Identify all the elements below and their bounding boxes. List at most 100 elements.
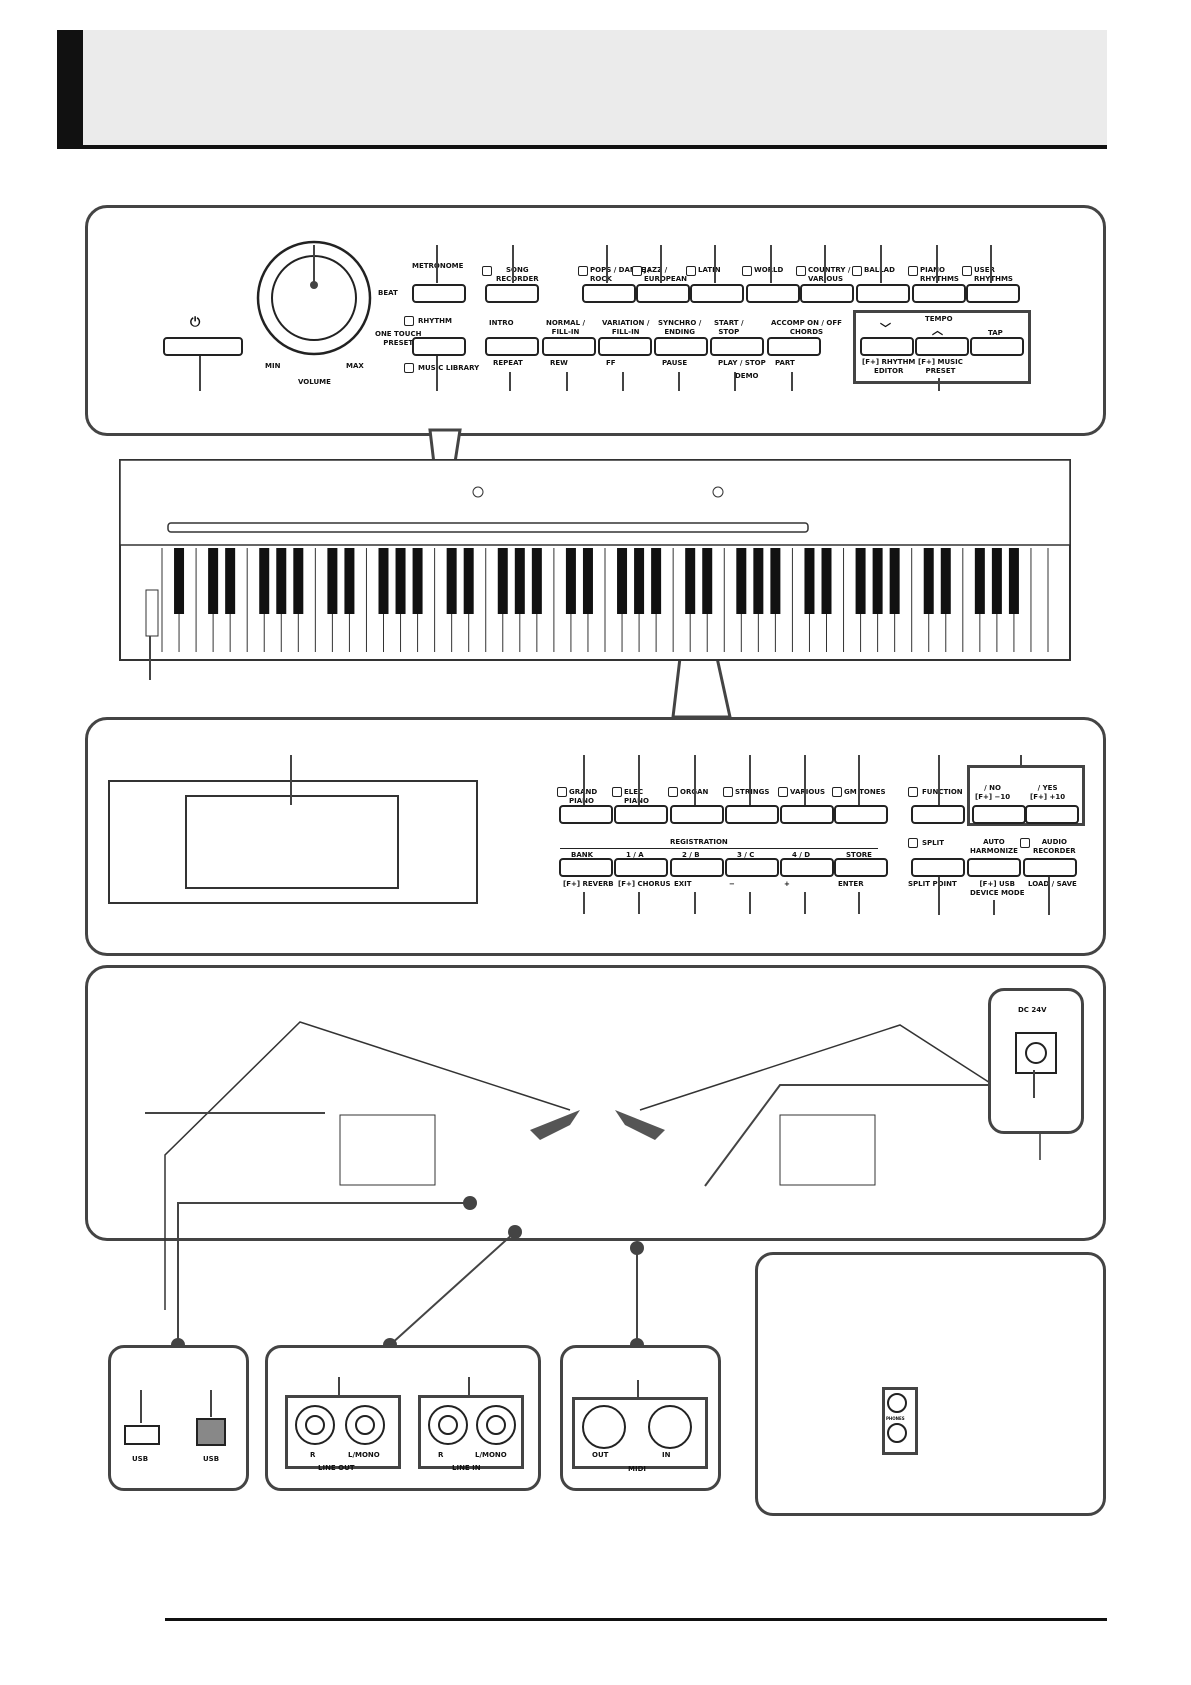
- usb-b-label: USB: [203, 1455, 220, 1463]
- tone-button[interactable]: [780, 805, 834, 824]
- rhythm-group-label: JAZZ / EUROPEAN: [644, 266, 687, 283]
- yes-button[interactable]: [1025, 805, 1079, 824]
- tempo-up-button[interactable]: [915, 337, 969, 356]
- registration-label: REGISTRATION: [670, 838, 728, 846]
- song-recorder-led: [482, 266, 492, 276]
- perf-sublabel: REW: [550, 359, 568, 367]
- tone-led: [723, 787, 733, 797]
- rhythm-group-label: LATIN: [698, 266, 721, 274]
- power-button[interactable]: [163, 337, 243, 356]
- tap-button[interactable]: [970, 337, 1024, 356]
- auto-harmonize-button[interactable]: [967, 858, 1021, 877]
- callout: [734, 372, 736, 391]
- line-out-label: LINE OUT: [318, 1464, 355, 1472]
- midi-group: [572, 1397, 708, 1469]
- rhythm-group-button[interactable]: [582, 284, 636, 303]
- rhythm-button[interactable]: [412, 337, 466, 356]
- rhythm-group-led: [962, 266, 972, 276]
- reg-button[interactable]: [780, 858, 834, 877]
- reg-sublabel: [F+] CHORUS: [618, 880, 671, 888]
- footer-rule: [165, 1618, 1107, 1621]
- tone-led: [668, 787, 678, 797]
- reg-button[interactable]: [725, 858, 779, 877]
- auto-harmonize-label: AUTO HARMONIZE: [970, 838, 1018, 855]
- callout: [791, 372, 793, 391]
- callout: [824, 245, 826, 283]
- rhythm-group-button[interactable]: [912, 284, 966, 303]
- yes-label: / YES [F+] +10: [1030, 784, 1066, 801]
- line-jack: [345, 1405, 385, 1445]
- callout: [509, 372, 511, 391]
- function-button[interactable]: [911, 805, 965, 824]
- tempo-up-icon: ︿: [932, 324, 943, 337]
- rhythm-group-led: [852, 266, 862, 276]
- demo-label: DEMO: [735, 372, 759, 380]
- tone-button[interactable]: [614, 805, 668, 824]
- tap-label: TAP: [988, 329, 1003, 337]
- perf-label: VARIATION / FILL-IN: [602, 319, 650, 336]
- rhythm-group-button[interactable]: [636, 284, 690, 303]
- load-save-label: LOAD / SAVE: [1028, 880, 1077, 888]
- power-icon: ⏻: [190, 315, 201, 330]
- reg-button[interactable]: [670, 858, 724, 877]
- perf-button[interactable]: [767, 337, 821, 356]
- music-library-led: [404, 363, 414, 373]
- tone-button[interactable]: [725, 805, 779, 824]
- reg-label: 3 / C: [737, 851, 755, 859]
- tone-led: [778, 787, 788, 797]
- reg-button[interactable]: [614, 858, 668, 877]
- midi-in-label: IN: [662, 1451, 671, 1459]
- perf-sublabel: REPEAT: [493, 359, 523, 367]
- rhythm-group-button[interactable]: [690, 284, 744, 303]
- reg-button[interactable]: [834, 858, 888, 877]
- rhythm-group-label: WORLD: [754, 266, 784, 274]
- line-out-group: [285, 1395, 401, 1469]
- split-button[interactable]: [911, 858, 965, 877]
- callout: [638, 892, 640, 914]
- callout: [749, 755, 751, 805]
- usb-a-label: USB: [132, 1455, 149, 1463]
- perf-button[interactable]: [485, 337, 539, 356]
- line-in-label: LINE IN: [452, 1464, 481, 1472]
- metronome-button[interactable]: [412, 284, 466, 303]
- line-jack: [476, 1405, 516, 1445]
- tone-button[interactable]: [834, 805, 888, 824]
- tempo-down-button[interactable]: [860, 337, 914, 356]
- rhythm-group-button[interactable]: [746, 284, 800, 303]
- callout: [606, 245, 608, 283]
- reg-button[interactable]: [559, 858, 613, 877]
- song-recorder-button[interactable]: [485, 284, 539, 303]
- perf-button[interactable]: [598, 337, 652, 356]
- rhythm-group-button[interactable]: [800, 284, 854, 303]
- rear-view-panel: [85, 965, 1106, 1241]
- perf-label: INTRO: [489, 319, 514, 327]
- tone-button[interactable]: [670, 805, 724, 824]
- usb-device-label: [F+] USB DEVICE MODE: [970, 880, 1025, 897]
- perf-button[interactable]: [710, 337, 764, 356]
- tone-label: VARIOUS: [790, 788, 826, 796]
- rhythm-led: [404, 316, 414, 326]
- no-yes-group: [967, 765, 1085, 826]
- phones-jack-2: [887, 1423, 907, 1443]
- lcd-frame: [108, 780, 478, 904]
- tempo-group: [853, 310, 1031, 384]
- rhythm-group-button[interactable]: [966, 284, 1020, 303]
- phones-inset: [755, 1252, 1106, 1516]
- tone-button[interactable]: [559, 805, 613, 824]
- perf-button[interactable]: [654, 337, 708, 356]
- callout: [936, 245, 938, 283]
- dc-inset: [988, 988, 1084, 1134]
- rhythm-group-label: PIANO RHYTHMS: [920, 266, 959, 283]
- rhythm-group-led: [686, 266, 696, 276]
- audio-recorder-button[interactable]: [1023, 858, 1077, 877]
- rhythm-group-button[interactable]: [856, 284, 910, 303]
- reg-sublabel: +: [784, 880, 790, 888]
- perf-sublabel: PLAY / STOP: [718, 359, 766, 367]
- midi-label: MIDI: [628, 1465, 646, 1473]
- midi-in-port: [648, 1405, 692, 1449]
- function-label: FUNCTION: [922, 788, 963, 796]
- callout: [804, 755, 806, 805]
- reg-label: 1 / A: [626, 851, 644, 859]
- perf-button[interactable]: [542, 337, 596, 356]
